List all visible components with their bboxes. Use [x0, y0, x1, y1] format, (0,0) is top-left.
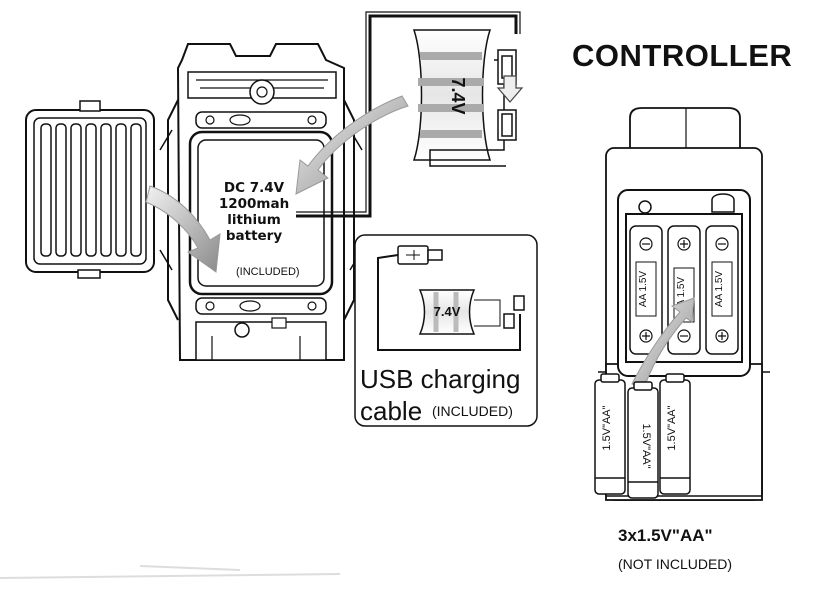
- battery-included-note: (INCLUDED): [236, 266, 300, 278]
- aa-count-label: 3x1.5V"AA": [618, 526, 713, 545]
- usb-cable-title-line1: USB charging: [360, 364, 521, 394]
- battery-cover: [25, 100, 155, 279]
- aa-cell-label-3: 1.5V"AA": [666, 405, 678, 450]
- usb-cable-box: 7.4V: [354, 234, 538, 427]
- slot-label-3: AA 1.5V: [714, 271, 725, 307]
- aa-cell-label-2: 1.5V"AA": [640, 423, 652, 468]
- aa-cells: [594, 373, 691, 499]
- car-chassis: [159, 43, 363, 361]
- usb-cable-included-note: (INCLUDED): [432, 403, 513, 419]
- aa-not-included-note: (NOT INCLUDED): [618, 556, 733, 572]
- battery-spec: DC 7.4V 1200mah lithium battery: [200, 180, 308, 244]
- battery-spec-line-2: 1200mah: [218, 196, 290, 212]
- plug-connect-arrow: [496, 75, 524, 103]
- slot-label-2: AA 1.5V: [676, 277, 687, 313]
- aa-cell-label-1: 1.5V"AA": [601, 405, 613, 450]
- slot-label-1: AA 1.5V: [638, 271, 649, 307]
- battery-spec-line-3: lithium: [227, 212, 281, 228]
- controller-title: CONTROLLER: [572, 38, 793, 73]
- cover-insert-arrow: [145, 185, 221, 273]
- battery-wire: [296, 14, 518, 218]
- battery-pack-label: 7.4V: [448, 77, 468, 114]
- battery-spec-line-1: DC 7.4V: [223, 180, 285, 196]
- usb-cable-title-line2: cable: [360, 396, 423, 426]
- usb-pack-label: 7.4V: [434, 304, 461, 319]
- battery-spec-line-4: battery: [225, 228, 283, 244]
- aa-insert-arrow: [631, 297, 695, 389]
- pack-insert-arrow: [295, 95, 409, 195]
